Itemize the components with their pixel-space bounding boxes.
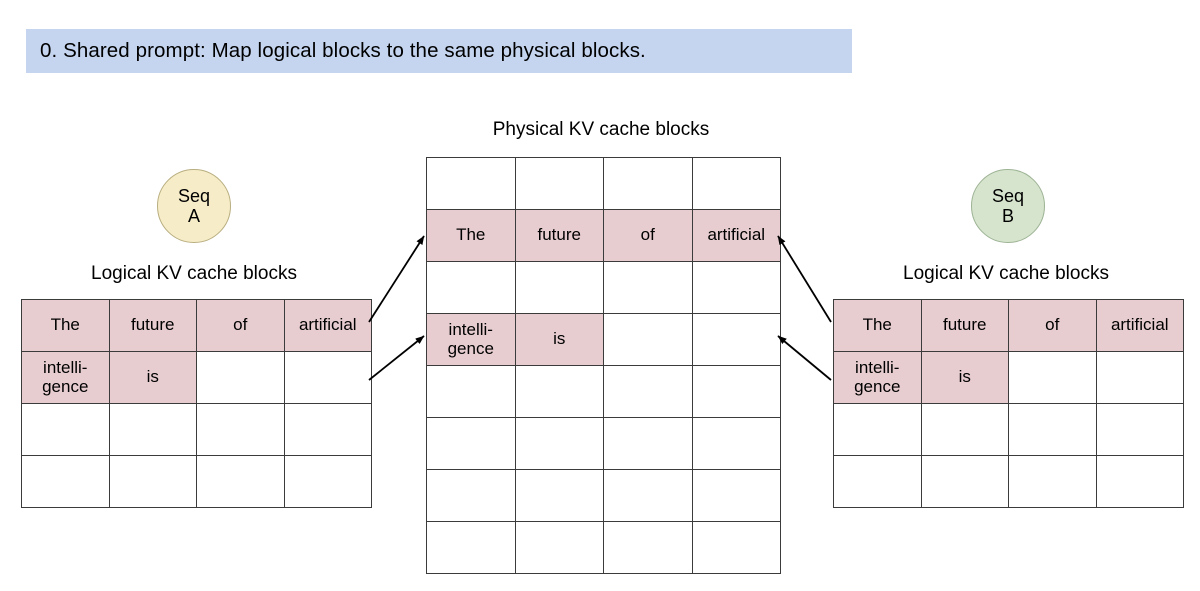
- arrow-right-row1-to-physical-row2: [777, 235, 832, 323]
- kv-block-cell-empty: [920, 455, 1009, 508]
- kv-block-cell-filled: is: [920, 351, 1009, 404]
- arrow-left-row2-to-physical-row4: [368, 335, 425, 381]
- kv-block-cell-filled: intelli-gence: [21, 351, 110, 404]
- kv-block-cell-empty: [691, 365, 781, 418]
- kv-block-cell-empty: [514, 365, 604, 418]
- kv-block-cell-filled: is: [514, 313, 604, 366]
- table-row: [426, 365, 781, 418]
- seq-a-badge: Seq A: [157, 169, 231, 243]
- kv-block-cell-empty: [108, 403, 197, 456]
- kv-block-cell-empty: [1095, 351, 1184, 404]
- kv-block-cell-filled: artificial: [1095, 299, 1184, 352]
- table-row: [21, 455, 372, 508]
- kv-block-cell-empty: [603, 157, 693, 210]
- banner-title-text: 0. Shared prompt: Map logical blocks to …: [40, 38, 646, 62]
- kv-block-cell-empty: [833, 455, 922, 508]
- kv-block-cell-empty: [426, 157, 516, 210]
- kv-block-cell-empty: [514, 261, 604, 314]
- kv-block-cell-empty: [1095, 403, 1184, 456]
- kv-block-cell-empty: [21, 403, 110, 456]
- kv-block-cell-empty: [426, 521, 516, 574]
- kv-block-cell-empty: [603, 417, 693, 470]
- arrow-left-row1-to-physical-row2: [368, 235, 425, 323]
- kv-block-cell-empty: [283, 403, 372, 456]
- kv-block-cell-empty: [691, 469, 781, 522]
- table-row: [21, 403, 372, 456]
- kv-block-cell-empty: [283, 351, 372, 404]
- kv-block-cell-empty: [691, 261, 781, 314]
- table-row: [426, 521, 781, 574]
- arrow-right-row2-to-physical-row4: [777, 335, 832, 381]
- kv-block-cell-empty: [1095, 455, 1184, 508]
- seq-a-label-line2: A: [187, 206, 200, 226]
- kv-block-cell-empty: [833, 403, 922, 456]
- kv-block-cell-filled: artificial: [283, 299, 372, 352]
- kv-block-cell-empty: [514, 157, 604, 210]
- kv-block-cell-empty: [603, 521, 693, 574]
- kv-block-cell-filled: of: [1008, 299, 1097, 352]
- kv-block-cell-filled: of: [196, 299, 285, 352]
- kv-block-cell-empty: [514, 417, 604, 470]
- kv-block-cell-empty: [426, 365, 516, 418]
- kv-block-cell-empty: [691, 157, 781, 210]
- kv-block-cell-empty: [426, 261, 516, 314]
- kv-block-cell-filled: The: [21, 299, 110, 352]
- kv-block-cell-empty: [920, 403, 1009, 456]
- kv-block-cell-empty: [1008, 455, 1097, 508]
- table-row: [833, 455, 1184, 508]
- seq-a-label-line1: Seq: [177, 185, 211, 206]
- kv-block-cell-empty: [603, 313, 693, 366]
- seq-b-label-line1: Seq: [991, 185, 1025, 206]
- kv-block-cell-filled: intelli-gence: [833, 351, 922, 404]
- kv-block-cell-empty: [691, 417, 781, 470]
- shared-prompt-banner: 0. Shared prompt: Map logical blocks to …: [26, 29, 852, 73]
- kv-block-cell-empty: [196, 455, 285, 508]
- physical-kv-cache-heading: Physical KV cache blocks: [492, 119, 710, 140]
- kv-block-cell-filled: is: [108, 351, 197, 404]
- kv-block-cell-filled: future: [514, 209, 604, 262]
- kv-block-cell-empty: [196, 351, 285, 404]
- right-logical-kv-cache-heading: Logical KV cache blocks: [903, 263, 1109, 284]
- table-row: [426, 469, 781, 522]
- kv-block-cell-empty: [196, 403, 285, 456]
- kv-block-cell-empty: [283, 455, 372, 508]
- kv-block-cell-filled: The: [833, 299, 922, 352]
- kv-block-cell-empty: [603, 365, 693, 418]
- kv-block-cell-empty: [603, 261, 693, 314]
- seq-b-label-line2: B: [1001, 206, 1014, 226]
- kv-block-cell-empty: [691, 313, 781, 366]
- kv-block-cell-empty: [514, 469, 604, 522]
- kv-block-cell-filled: The: [426, 209, 516, 262]
- seq-b-badge: Seq B: [971, 169, 1045, 243]
- kv-block-cell-filled: of: [603, 209, 693, 262]
- table-row: [426, 261, 781, 314]
- table-row: [426, 417, 781, 470]
- kv-block-cell-empty: [691, 521, 781, 574]
- kv-block-cell-filled: future: [108, 299, 197, 352]
- kv-block-cell-filled: intelli-gence: [426, 313, 516, 366]
- table-row: [833, 403, 1184, 456]
- kv-block-cell-filled: artificial: [691, 209, 781, 262]
- kv-block-cell-empty: [426, 417, 516, 470]
- kv-block-cell-empty: [108, 455, 197, 508]
- kv-block-cell-empty: [1008, 403, 1097, 456]
- kv-block-cell-empty: [514, 521, 604, 574]
- left-logical-kv-cache-heading: Logical KV cache blocks: [91, 263, 297, 284]
- kv-block-cell-empty: [21, 455, 110, 508]
- kv-block-cell-empty: [603, 469, 693, 522]
- kv-block-cell-filled: future: [920, 299, 1009, 352]
- table-row: [426, 157, 781, 210]
- kv-block-cell-empty: [426, 469, 516, 522]
- kv-block-cell-empty: [1008, 351, 1097, 404]
